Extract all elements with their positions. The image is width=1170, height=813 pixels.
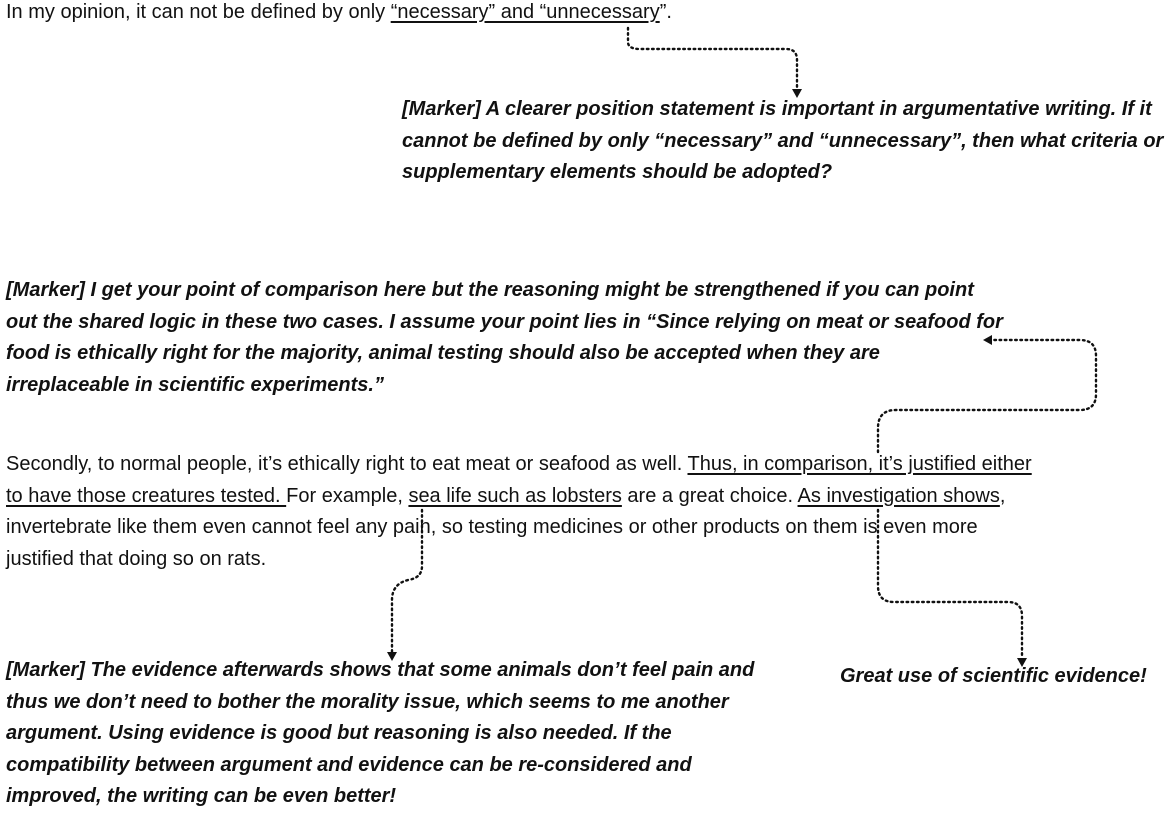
essay-text: ,	[999, 484, 1006, 507]
comment-line: irreplaceable in scientific experiments.…	[6, 373, 384, 396]
comment-line: thus we don’t need to bother the moralit…	[6, 690, 729, 713]
underlined-phrase: sea life such as lobsters	[408, 484, 622, 507]
essay-line: to have those creatures tested. For exam…	[6, 481, 1032, 513]
comment-line: cannot be defined by only “necessary” an…	[402, 129, 1164, 152]
comment-line: food is ethically right for the majority…	[6, 342, 880, 364]
essay-line: invertebrate like them even cannot feel …	[6, 516, 978, 538]
arrow-to-comment-2	[876, 335, 1098, 454]
marker-comment-1: [Marker] A clearer position statement is…	[402, 94, 1163, 189]
marker-comment-4: Great use of scientific evidence!	[840, 661, 1147, 693]
comment-line: supplementary elements should be adopted…	[402, 161, 833, 183]
arrow-to-comment-1	[626, 26, 802, 98]
essay-text: Secondly, to normal people, it’s ethical…	[6, 453, 688, 475]
marker-comment-3: [Marker] The evidence afterwards shows t…	[6, 655, 754, 813]
essay-paragraph-1: In my opinion, it can not be defined by …	[6, 0, 672, 29]
essay-text: ”.	[659, 1, 672, 23]
comment-line: [Marker] The evidence afterwards shows t…	[6, 659, 755, 681]
comment-line: [Marker] I get your point of comparison …	[6, 279, 974, 301]
essay-text: For example,	[286, 484, 409, 507]
essay-text: In my opinion, it can not be defined by …	[6, 1, 391, 23]
underlined-phrase: “necessary” and “unnecessary	[390, 1, 660, 23]
essay-paragraph-2: Secondly, to normal people, it’s ethical…	[6, 449, 1032, 575]
underlined-phrase: As investigation shows	[797, 484, 1000, 507]
comment-line: improved, the writing can be even better…	[6, 785, 397, 807]
essay-line: justified that doing so on rats.	[6, 547, 267, 570]
underlined-phrase: to have those creatures tested.	[6, 484, 287, 507]
comment-line: [Marker] A clearer position statement is…	[402, 98, 1152, 120]
comment-line: argument. Using evidence is good but rea…	[6, 722, 672, 744]
underlined-phrase: Thus, in comparison, it’s justified eith…	[687, 453, 1032, 475]
comment-line: Great use of scientific evidence!	[840, 665, 1147, 687]
arrow-to-comment-3	[387, 508, 424, 661]
essay-text: are a great choice.	[621, 484, 798, 507]
essay-line: Secondly, to normal people, it’s ethical…	[6, 449, 1032, 481]
marker-comment-2: [Marker] I get your point of comparison …	[6, 275, 1003, 401]
comment-line: out the shared logic in these two cases.…	[6, 310, 1003, 333]
arrow-to-comment-4	[876, 508, 1027, 667]
comment-line: compatibility between argument and evide…	[6, 753, 692, 776]
